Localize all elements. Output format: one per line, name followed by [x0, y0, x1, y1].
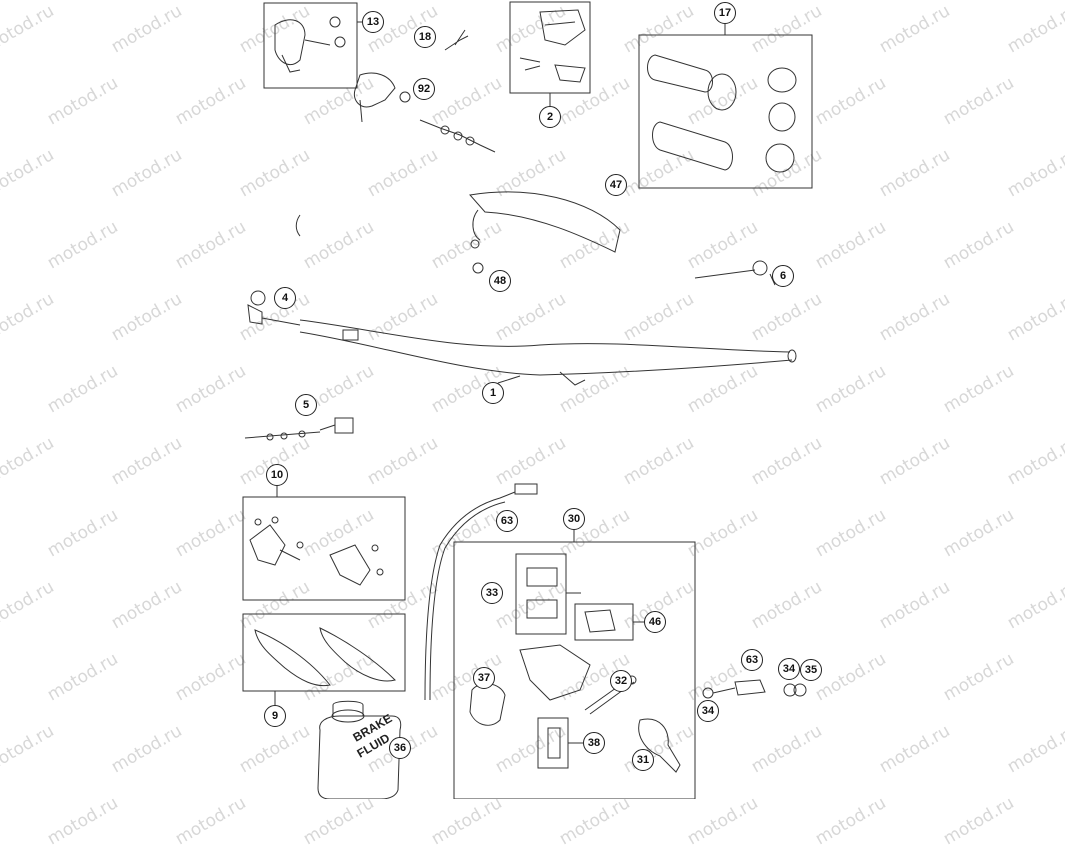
box-part-13 [263, 2, 358, 89]
callout-38[interactable]: 38 [583, 732, 605, 754]
callout-33[interactable]: 33 [481, 582, 503, 604]
callout-32[interactable]: 32 [610, 670, 632, 692]
callout-17[interactable]: 17 [714, 2, 736, 24]
watermark-text: motod.ru [300, 793, 378, 849]
watermark-text: motod.ru [172, 793, 250, 849]
callout-35[interactable]: 35 [800, 659, 822, 681]
callout-9[interactable]: 9 [264, 705, 286, 727]
box-part-9 [242, 613, 406, 692]
callout-13[interactable]: 13 [362, 11, 384, 33]
callout-63-right[interactable]: 63 [741, 649, 763, 671]
callout-48[interactable]: 48 [489, 270, 511, 292]
box-part-2 [509, 1, 591, 94]
callout-34-bottom[interactable]: 34 [697, 700, 719, 722]
callout-5[interactable]: 5 [295, 394, 317, 416]
callout-31[interactable]: 31 [632, 749, 654, 771]
callout-1[interactable]: 1 [482, 382, 504, 404]
callout-4[interactable]: 4 [274, 287, 296, 309]
box-part-10 [242, 496, 406, 601]
watermark-text: motod.ru [556, 793, 634, 849]
callout-63-top[interactable]: 63 [496, 510, 518, 532]
watermark-text: motod.ru [940, 793, 1018, 849]
watermark-text: motod.ru [44, 793, 122, 849]
callout-30[interactable]: 30 [563, 508, 585, 530]
box-part-38 [537, 717, 569, 769]
box-part-33 [515, 553, 567, 635]
callout-34-top[interactable]: 34 [778, 658, 800, 680]
callout-92[interactable]: 92 [413, 78, 435, 100]
callout-6[interactable]: 6 [772, 265, 794, 287]
callout-37[interactable]: 37 [473, 667, 495, 689]
watermark-text: motod.ru [684, 793, 762, 849]
callout-10[interactable]: 10 [266, 464, 288, 486]
watermark-text: motod.ru [812, 793, 890, 849]
callout-36[interactable]: 36 [389, 737, 411, 759]
watermark-text: motod.ru [428, 793, 506, 849]
callout-2[interactable]: 2 [539, 106, 561, 128]
callout-18[interactable]: 18 [414, 26, 436, 48]
box-part-46 [574, 603, 634, 641]
callout-46[interactable]: 46 [644, 611, 666, 633]
callout-47[interactable]: 47 [605, 174, 627, 196]
diagram-drawing: BRAKE FLUID [242, 1, 813, 799]
